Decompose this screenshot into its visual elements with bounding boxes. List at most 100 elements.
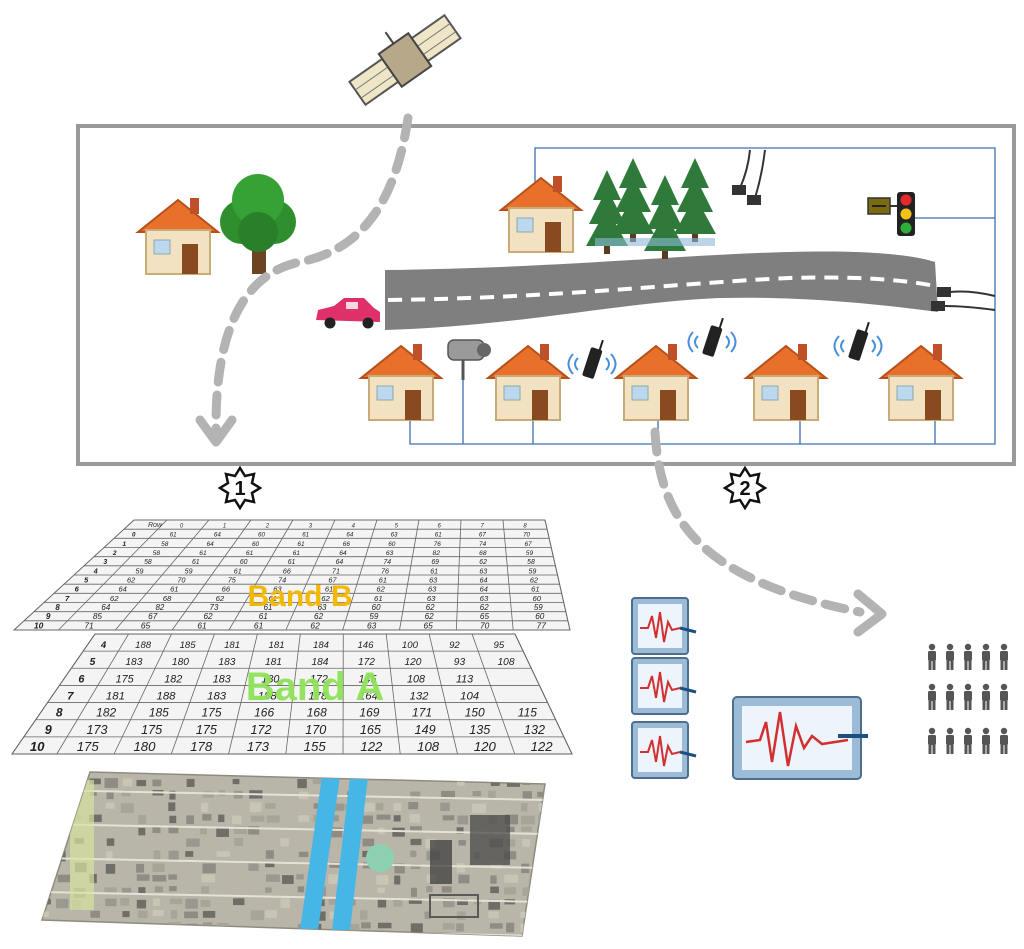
table-column-header: 4 bbox=[352, 523, 356, 529]
people-icon bbox=[928, 643, 1008, 754]
table-cell: 70 bbox=[480, 620, 490, 630]
table-cell: 63 bbox=[429, 576, 437, 585]
table-cell: 180 bbox=[261, 673, 279, 685]
table-cell: 62 bbox=[314, 612, 324, 621]
table-cell: 166 bbox=[254, 706, 274, 720]
table-cell: 67 bbox=[524, 541, 532, 548]
table-cell: 63 bbox=[386, 550, 394, 557]
table-cell: 175 bbox=[141, 723, 163, 737]
step-marker-1: 1 bbox=[218, 466, 262, 510]
table-cell: 77 bbox=[537, 620, 547, 630]
table-cell: 70 bbox=[523, 532, 530, 539]
table-row-label: 4 bbox=[93, 567, 98, 575]
table-cell: 58 bbox=[144, 559, 152, 566]
table-row-label: 9 bbox=[46, 612, 51, 621]
table-cell: 60 bbox=[240, 559, 248, 566]
table-cell: 62 bbox=[216, 594, 225, 603]
table-cell: 146 bbox=[357, 640, 374, 651]
table-cell: 149 bbox=[415, 723, 436, 737]
table-cell: 64 bbox=[214, 532, 221, 539]
table-cell: 184 bbox=[313, 640, 329, 651]
person-icon bbox=[964, 643, 972, 670]
traffic-light-icon bbox=[867, 192, 915, 236]
table-column-header: 2 bbox=[265, 523, 270, 529]
cctv-camera-icon bbox=[447, 339, 491, 380]
table-cell: 63 bbox=[391, 532, 398, 539]
table-cell: 62 bbox=[321, 594, 330, 603]
table-column-header: 3 bbox=[309, 523, 313, 529]
table-cell: 120 bbox=[404, 657, 421, 668]
table-cell: 173 bbox=[247, 739, 270, 754]
table-cell: 95 bbox=[494, 640, 505, 651]
table-cell: 59 bbox=[136, 567, 144, 575]
dashed-arrow-sensors-to-people bbox=[650, 427, 865, 617]
table-cell: 82 bbox=[433, 550, 441, 557]
table-cell: 188 bbox=[157, 690, 177, 702]
table-cell: 108 bbox=[417, 739, 440, 754]
table-cell: 115 bbox=[518, 706, 537, 720]
table-cell: 182 bbox=[164, 673, 182, 685]
band-a-label: Band A bbox=[246, 665, 385, 709]
car-icon bbox=[316, 298, 380, 329]
table-cell: 145 bbox=[358, 673, 377, 685]
table-cell: 74 bbox=[479, 541, 487, 548]
table-cell: 175 bbox=[201, 706, 221, 720]
band-a-grid bbox=[11, 633, 573, 755]
table-column-header: 8 bbox=[523, 523, 527, 529]
table-cell: 108 bbox=[497, 657, 514, 668]
table-cell: 132 bbox=[524, 723, 545, 737]
person-icon bbox=[928, 683, 936, 710]
mobile-phone-icon bbox=[567, 338, 617, 381]
table-cell: 178 bbox=[308, 690, 328, 702]
table-row-label: 1 bbox=[122, 541, 126, 548]
table-cell: 175 bbox=[116, 673, 135, 685]
table-cell: 60 bbox=[252, 541, 260, 548]
table-row-label: 7 bbox=[67, 690, 74, 702]
table-cell: 82 bbox=[155, 603, 164, 612]
table-cell: 64 bbox=[346, 532, 353, 539]
person-icon bbox=[1000, 643, 1008, 670]
table-corner-label: Row bbox=[148, 522, 163, 529]
table-row-label: 0 bbox=[132, 532, 136, 539]
road bbox=[385, 251, 938, 330]
table-cell: 61 bbox=[199, 550, 207, 557]
table-row-label: 9 bbox=[45, 723, 52, 737]
step-number: 2 bbox=[739, 478, 750, 500]
table-cell: 61 bbox=[197, 620, 206, 630]
table-row-label: 10 bbox=[30, 739, 45, 754]
table-row-label: 6 bbox=[78, 673, 85, 685]
person-icon bbox=[928, 643, 936, 670]
table-cell: 180 bbox=[172, 657, 189, 668]
table-cell: 61 bbox=[374, 594, 383, 603]
table-cell: 150 bbox=[465, 706, 485, 720]
cable-sensor-icon bbox=[931, 287, 996, 311]
table-cell: 61 bbox=[268, 594, 277, 603]
road-lane-marking bbox=[387, 275, 936, 302]
table-row-label: 5 bbox=[84, 576, 89, 585]
table-cell: 188 bbox=[258, 690, 278, 702]
table-cell: 70 bbox=[177, 576, 185, 585]
table-cell: 63 bbox=[273, 585, 282, 594]
table-column-header: 6 bbox=[438, 523, 442, 529]
table-cell: 172 bbox=[251, 723, 272, 737]
table-cell: 74 bbox=[278, 576, 286, 585]
table-cell: 60 bbox=[388, 541, 396, 548]
waveform-monitor-icon bbox=[630, 720, 698, 780]
table-cell: 61 bbox=[259, 612, 268, 621]
table-cell: 164 bbox=[359, 690, 378, 702]
table-cell: 108 bbox=[407, 673, 425, 685]
table-cell: 64 bbox=[336, 559, 344, 566]
house-icon bbox=[745, 343, 827, 421]
table-cell: 175 bbox=[196, 723, 218, 737]
table-cell: 64 bbox=[207, 541, 215, 548]
table-cell: 173 bbox=[86, 723, 107, 737]
table-cell: 61 bbox=[302, 532, 309, 539]
house-icon bbox=[615, 343, 697, 421]
table-column-header: 0 bbox=[180, 523, 184, 529]
table-cell: 58 bbox=[153, 550, 161, 557]
table-cell: 60 bbox=[535, 612, 545, 621]
